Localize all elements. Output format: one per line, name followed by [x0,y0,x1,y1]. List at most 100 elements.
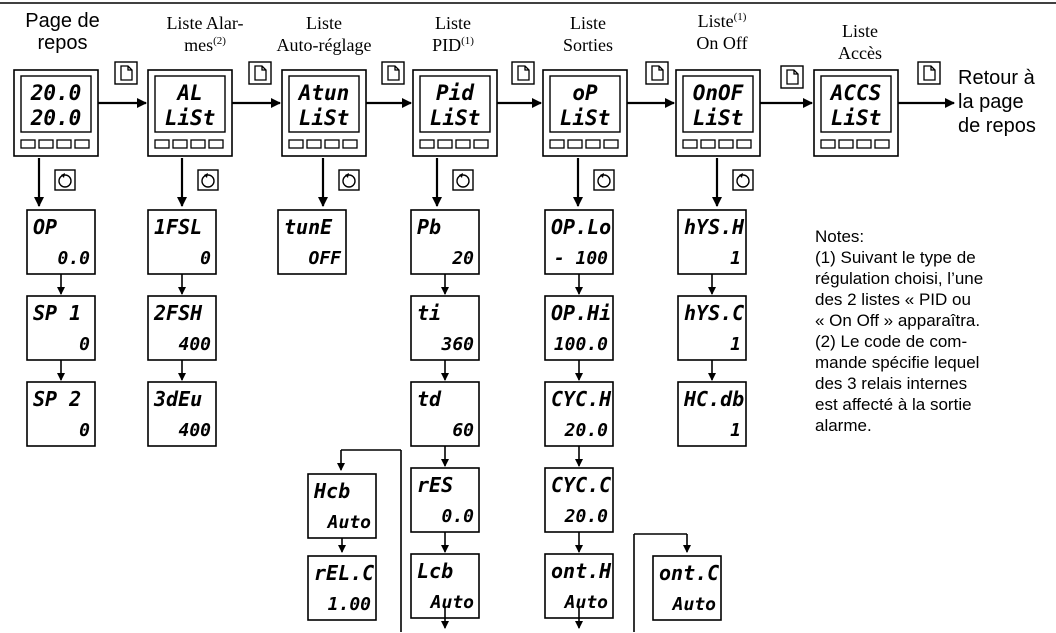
parameter-name: 2FSH [153,301,203,325]
unit-key [603,139,619,149]
controller-unit [281,69,367,157]
parameter-box [147,381,217,447]
notes-line: des 3 relais internes [815,374,968,393]
unit-display-line2: LiSt [693,106,744,130]
parameter-box [544,553,614,619]
unit-key [682,139,698,149]
page-key-icon [381,61,405,85]
unit-screen [682,75,754,133]
parameter-value: Auto [430,592,475,613]
parameter-name: 3dEu [153,387,202,411]
scroll-key-icon [338,169,360,191]
parameter-box [544,209,614,275]
unit-key [874,139,890,149]
parameter-box [307,555,377,621]
notes-line: (2) Le code de com- [815,332,968,351]
controller-unit [412,69,498,157]
scroll-key-circle [456,174,470,188]
unit-display-line2: LiSt [430,106,481,130]
unit-key [154,139,170,149]
parameter-box [677,209,747,275]
parameter-value: 0.0 [441,506,474,527]
controller-unit [13,69,99,157]
scroll-key-arrow [61,173,65,178]
parameter-name: SP 1 [33,301,81,325]
parameter-value: 0 [79,420,90,441]
parameter-name: Hcb [313,479,350,503]
page-key-glyph [517,65,530,81]
parameter-value: 100.0 [554,334,608,355]
parameter-value: OFF [308,248,342,269]
scroll-key-icon [732,169,754,191]
page-key-glyph [120,65,133,81]
footnote-mark: (1) [733,11,747,23]
header-line: Liste [570,13,606,33]
page-key-icon [917,61,941,85]
header-line: Liste [842,21,878,41]
controller-unit [813,69,899,157]
parameter-value: Auto [564,592,609,613]
unit-key [20,139,36,149]
unit-key [718,139,734,149]
unit-key [585,139,601,149]
parameter-value: 1 [730,420,741,441]
notes-title: Notes: [815,227,865,246]
parameter-box [410,467,480,533]
parameter-name: hYS.H [684,215,745,239]
header-liste-sorties: Liste Sorties [538,12,638,56]
parameter-box [410,295,480,361]
parameter-name: Pb [417,215,441,239]
parameter-value: 0.0 [57,248,90,269]
parameter-name: OP.Hi [551,301,611,325]
header-word: Liste [697,11,734,31]
unit-display-line2: LiSt [831,106,882,130]
parameter-value: 400 [178,420,211,441]
unit-screen [154,75,226,133]
header-line: Auto-réglage [276,35,372,55]
unit-key [419,139,435,149]
header-line: Liste [435,13,471,33]
parameter-box [652,555,722,621]
parameter-value: 20.0 [564,506,609,527]
parameter-name: CYC.C [551,473,611,497]
parameter-value: 400 [178,334,211,355]
parameter-box [307,473,377,539]
unit-key [306,139,322,149]
scroll-key-arrow [345,173,349,178]
notes-line: alarme. [815,416,872,435]
parameter-box [677,381,747,447]
unit-key [700,139,716,149]
unit-key [838,139,854,149]
parameter-box [26,381,96,447]
footnote-mark: (2) [213,35,226,47]
parameter-box [544,381,614,447]
unit-display-line2: LiSt [165,106,216,130]
parameter-box [544,467,614,533]
parameter-name: HC.db [683,387,744,411]
unit-screen [288,75,360,133]
parameter-value: 20 [451,248,474,269]
parameter-name: CYC.H [551,387,612,411]
scroll-key-arrow [600,173,604,178]
retour-line: Retour à [958,67,1035,89]
page-key-icon [114,61,138,85]
retour-label: Retour à la page de repos [958,66,1054,138]
page-key-frame [917,61,941,85]
scroll-key-icon [452,169,474,191]
notes-line: mande spécifie lequel [815,353,980,372]
unit-key [473,139,489,149]
parameter-value: 1 [730,334,741,355]
scroll-key-arrow [739,173,743,178]
header-liste-pid: Liste PID(1) [408,12,498,56]
unit-key [856,139,872,149]
header-line: Liste [306,13,342,33]
scroll-key-circle [201,174,215,188]
scroll-key-icon [593,169,615,191]
unit-display-line1: oP [572,81,598,105]
page-key-frame [248,61,272,85]
scroll-key-icon [197,169,219,191]
controller-unit [542,69,628,157]
parameter-box [26,295,96,361]
unit-key [549,139,565,149]
